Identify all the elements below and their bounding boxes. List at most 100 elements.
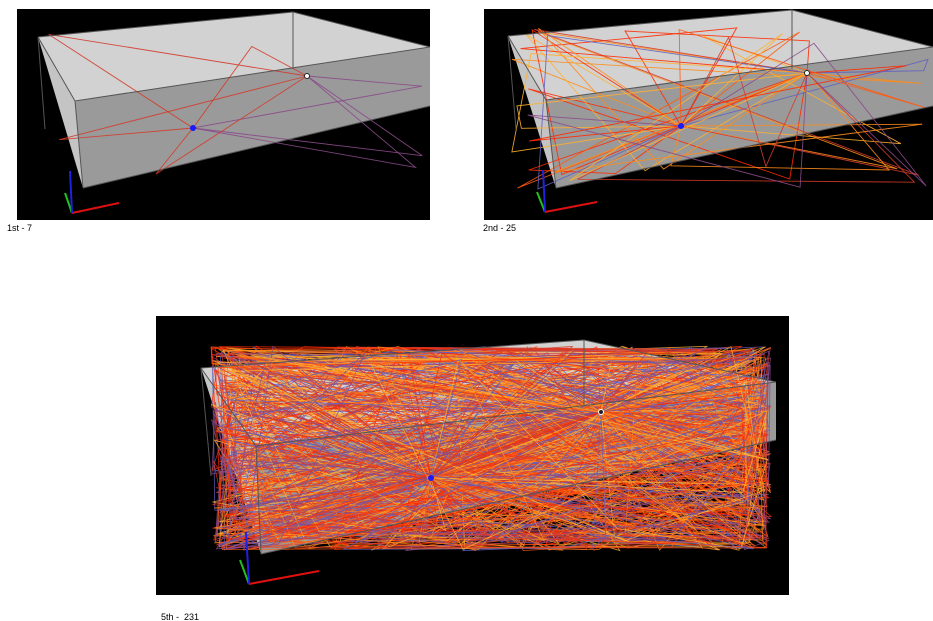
ray-path — [516, 72, 808, 129]
ray-path — [211, 345, 602, 550]
ray-path — [680, 42, 927, 187]
panel-caption: 5th - 231 — [161, 612, 200, 621]
room-floor — [546, 47, 933, 188]
ray-path — [214, 353, 771, 486]
ray-render-view-5th-order — [156, 316, 789, 595]
ray-path — [430, 352, 698, 542]
paths-layer — [48, 33, 423, 175]
ray-path — [520, 27, 808, 127]
ray-path — [210, 346, 767, 549]
ray-path — [218, 348, 742, 547]
room-edges — [37, 11, 430, 189]
ray-path — [224, 349, 710, 545]
ray-path — [624, 30, 810, 127]
ray-path — [537, 31, 898, 170]
ray-path — [680, 36, 808, 168]
axis-gizmo — [239, 531, 320, 585]
ray-path — [680, 35, 902, 145]
axis-z — [245, 531, 250, 585]
paths-layer — [210, 345, 773, 552]
ray-path — [230, 355, 758, 536]
source-marker — [190, 125, 196, 131]
panel-caption: 2nd - 25 — [483, 223, 517, 233]
panel-caption: 1st - 7 — [7, 223, 33, 233]
ray-path — [430, 352, 770, 547]
ray-path — [680, 58, 929, 127]
receiver-marker — [304, 73, 310, 79]
ray-path — [48, 33, 308, 129]
ray-path — [155, 75, 308, 175]
ray-path — [271, 345, 761, 533]
ray-path — [430, 346, 766, 493]
ray-path — [537, 35, 808, 190]
ray-path — [252, 346, 748, 549]
ray-path — [525, 33, 808, 172]
ray-path — [217, 357, 704, 479]
ray-path — [220, 352, 748, 537]
ray-path — [192, 75, 423, 157]
ray-path — [212, 348, 751, 504]
ray-path — [238, 357, 764, 541]
ray-path — [409, 346, 746, 485]
receiver-marker — [804, 70, 810, 76]
ray-path — [221, 345, 747, 552]
ray-path — [229, 346, 765, 549]
scene-svg — [200, 339, 777, 585]
receiver-marker — [598, 409, 604, 415]
axis-y — [64, 192, 73, 214]
ray-path — [569, 33, 808, 182]
ray-path — [678, 28, 926, 127]
ray-path — [214, 356, 766, 522]
ray-path — [221, 346, 769, 551]
ray-path — [217, 357, 769, 534]
ray-path — [577, 72, 916, 183]
ray-path — [192, 75, 423, 129]
ray-path — [430, 360, 767, 542]
axis-z — [542, 169, 546, 213]
ray-path — [511, 53, 808, 153]
ray-path — [418, 411, 750, 551]
axis-gizmo — [536, 169, 598, 213]
ray-path — [234, 371, 768, 545]
axis-gizmo — [64, 170, 120, 214]
scene-svg — [37, 11, 430, 214]
ray-path — [228, 353, 768, 531]
ray-path — [336, 349, 768, 549]
room-top-face — [508, 10, 933, 100]
ray-path — [219, 358, 754, 550]
ray-path — [221, 362, 768, 549]
ray-path — [59, 75, 308, 141]
ray-path — [412, 346, 753, 479]
ray-path — [528, 72, 808, 175]
ray-path — [527, 72, 808, 188]
ray-path — [211, 349, 650, 547]
ray-path — [534, 29, 919, 176]
ray-path — [211, 362, 751, 547]
room-edges — [200, 339, 777, 555]
ray-path — [370, 364, 769, 550]
axis-x — [544, 201, 598, 213]
ray-path — [216, 351, 758, 549]
room-edges — [507, 9, 933, 189]
ray-render-view-1st-order — [17, 9, 430, 220]
source-marker — [678, 123, 684, 129]
ray-path — [192, 45, 308, 129]
ray-path — [267, 354, 769, 541]
source-marker — [428, 475, 434, 481]
axis-y — [239, 559, 250, 585]
ray-path — [215, 352, 602, 550]
axis-y — [536, 191, 546, 213]
ray-path — [212, 365, 752, 541]
ray-path — [670, 72, 890, 171]
ray-path — [192, 75, 418, 169]
ray-path — [430, 356, 766, 479]
room-top-face — [38, 12, 430, 101]
ray-path — [223, 348, 761, 503]
ray-render-view-2nd-order — [484, 9, 933, 220]
ray-path — [218, 359, 772, 538]
axis-x — [248, 570, 320, 585]
axis-z — [69, 170, 73, 214]
ray-path — [538, 28, 808, 170]
ray-path — [250, 354, 769, 550]
